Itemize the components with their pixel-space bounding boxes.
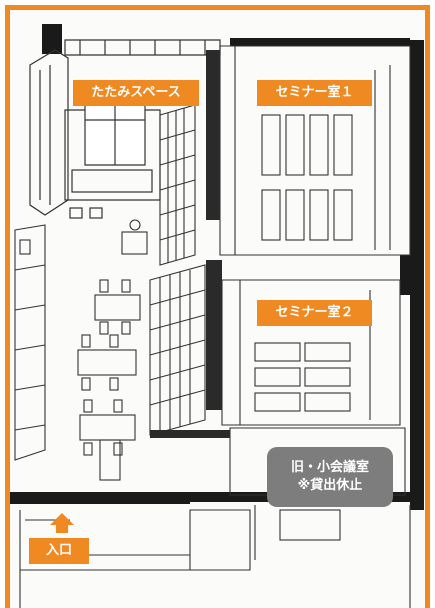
rental-suspended-note: ※貸出休止 <box>297 478 363 493</box>
old-meeting-room-label: 旧・小会議室 ※貸出休止 <box>267 447 393 507</box>
partition-walls <box>150 50 230 438</box>
seminar-room-1-drawing <box>219 45 411 256</box>
entrance-label: 入口 <box>29 538 89 564</box>
old-meeting-room-name: 旧・小会議室 <box>290 460 369 476</box>
central-bookshelves <box>149 104 206 436</box>
tatami-space-label: たたみスペース <box>73 80 199 106</box>
up-arrow-icon <box>50 513 74 533</box>
entrance-area <box>19 505 411 608</box>
floor-map-frame: たたみスペース セミナー室１ セミナー室２ 旧・小会議室 ※貸出休止 入口 <box>5 5 430 608</box>
left-wall-shelves <box>14 224 121 481</box>
seminar-room-1-label: セミナー室１ <box>257 80 372 106</box>
seminar-room-2-label: セミナー室２ <box>257 300 372 326</box>
old-meeting-room-drawing <box>189 427 406 571</box>
